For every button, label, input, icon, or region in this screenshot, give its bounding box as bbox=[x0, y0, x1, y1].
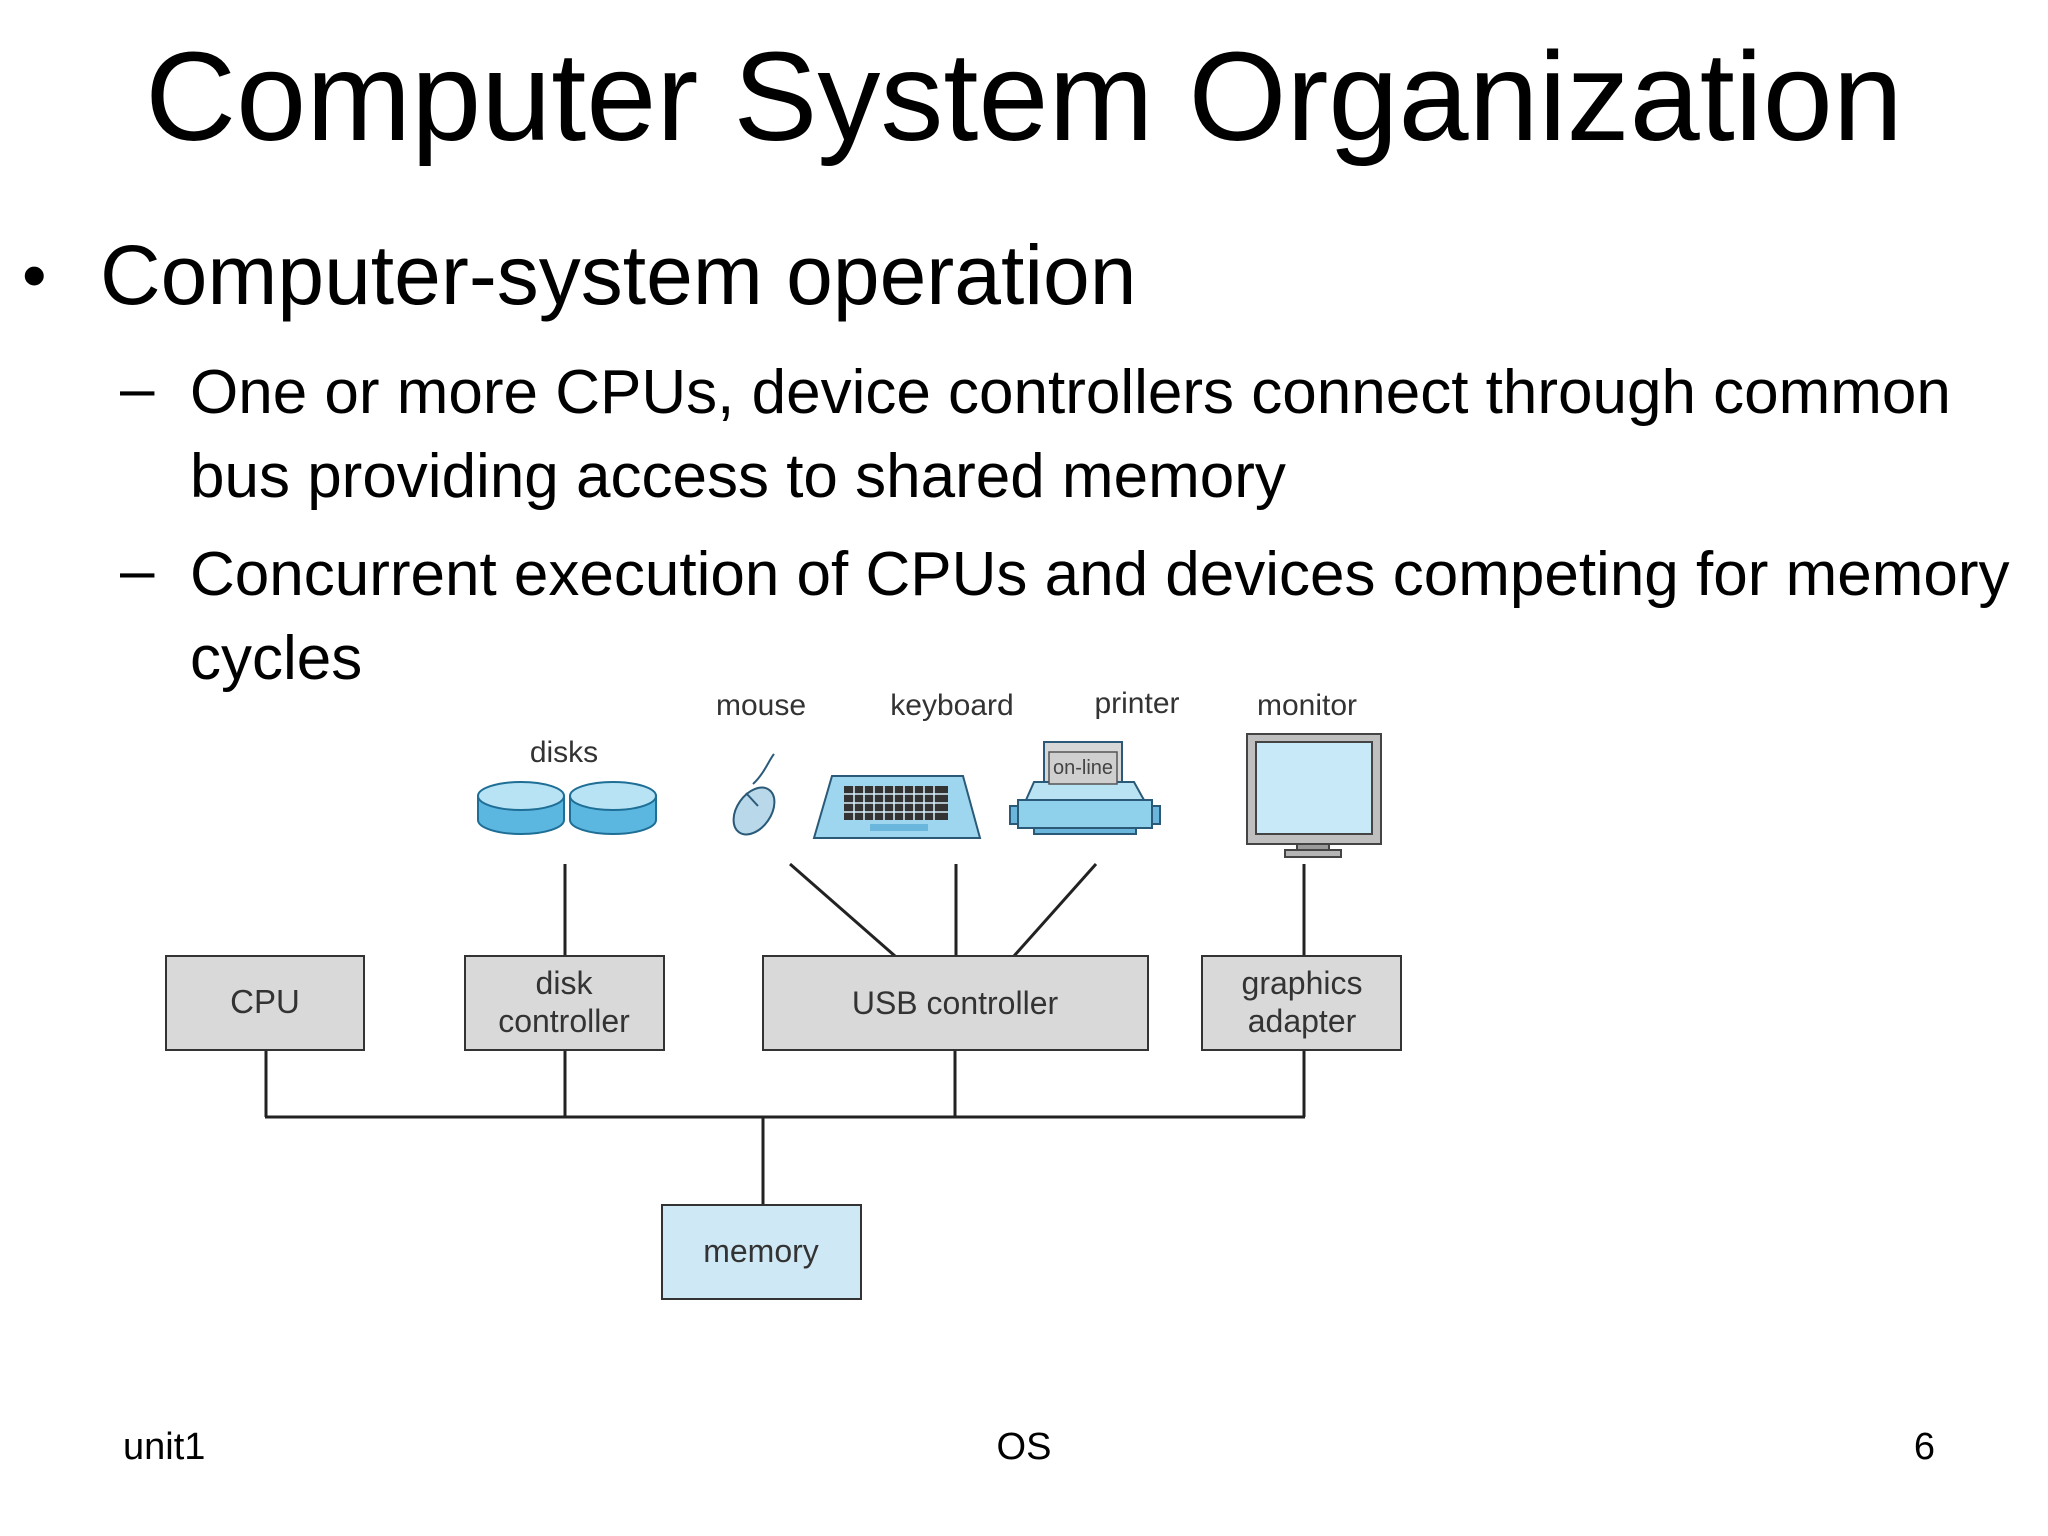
slide-title: Computer System Organization bbox=[145, 26, 1903, 167]
graphics-adapter-box: graphics adapter bbox=[1201, 955, 1402, 1051]
disk-controller-box: disk controller bbox=[464, 955, 665, 1051]
disks-label: disks bbox=[530, 736, 598, 769]
footer-center: OS bbox=[996, 1426, 1052, 1468]
disk-controller-label-line2: controller bbox=[498, 1003, 630, 1039]
bullet-dot-icon: • bbox=[22, 236, 47, 314]
memory-label: memory bbox=[703, 1233, 819, 1269]
keyboard-icon bbox=[812, 775, 982, 839]
bus-lines bbox=[264, 862, 1306, 1205]
graphics-adapter-label-line2: adapter bbox=[1248, 1003, 1357, 1039]
slide-number: 6 bbox=[1913, 1426, 1935, 1468]
printer-panel-label: on-line bbox=[1053, 757, 1113, 779]
footer-left: unit1 bbox=[123, 1426, 206, 1468]
printer-label: printer bbox=[1094, 690, 1179, 720]
memory-box: memory bbox=[661, 1204, 862, 1300]
disks-icon bbox=[477, 781, 657, 835]
dash-icon: – bbox=[120, 536, 155, 605]
mouse-icon bbox=[732, 753, 776, 836]
bullet-text: Computer-system operation bbox=[100, 228, 1137, 322]
monitor-icon bbox=[1246, 733, 1382, 858]
usb-controller-box: USB controller bbox=[762, 955, 1149, 1051]
sub-bullet-text: One or more CPUs, device controllers con… bbox=[190, 358, 1951, 511]
mouse-label: mouse bbox=[716, 690, 806, 722]
sub-bullet-text: Concurrent execution of CPUs and devices… bbox=[190, 540, 2010, 693]
usb-controller-label: USB controller bbox=[852, 985, 1059, 1021]
graphics-adapter-label-line1: graphics bbox=[1242, 965, 1363, 1001]
cpu-label: CPU bbox=[230, 983, 300, 1020]
cpu-box: CPU bbox=[165, 955, 365, 1051]
disk-controller-label-line1: disk bbox=[536, 965, 594, 1001]
computer-organization-diagram: CPU disk controller USB controller graph… bbox=[165, 690, 1402, 1300]
monitor-label: monitor bbox=[1257, 690, 1357, 722]
keyboard-label: keyboard bbox=[890, 690, 1013, 722]
dash-icon: – bbox=[120, 354, 155, 423]
printer-panel bbox=[1048, 751, 1118, 785]
